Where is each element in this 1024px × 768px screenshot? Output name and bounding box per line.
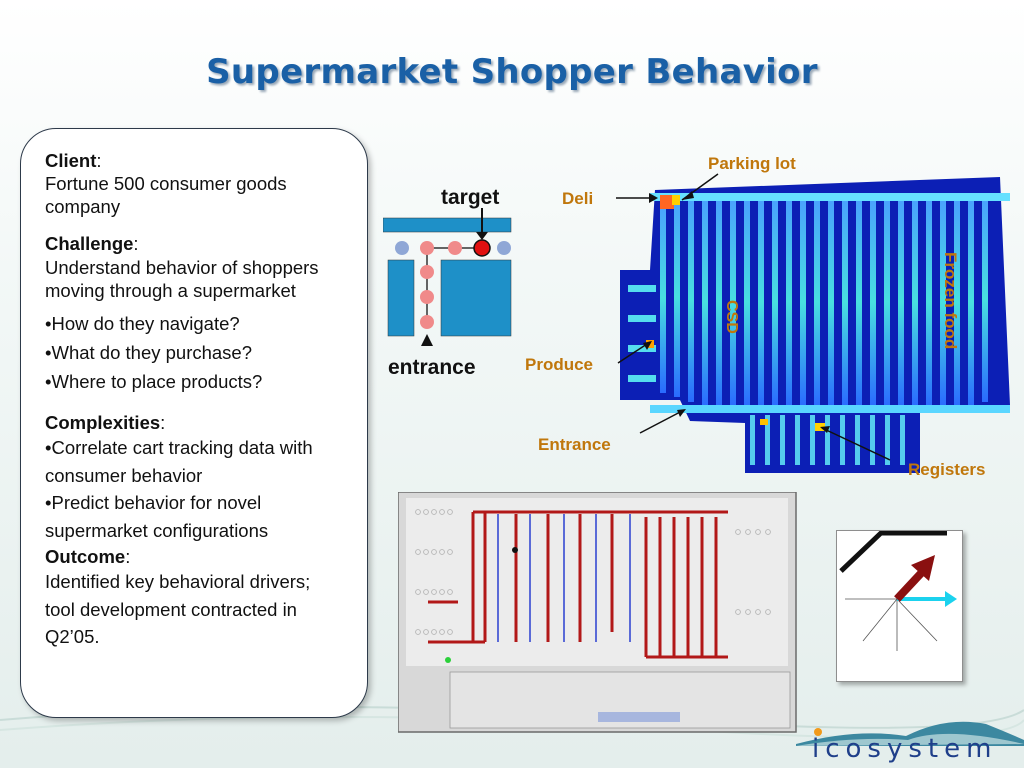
- challenge-bullet: •What do they purchase?: [45, 341, 253, 363]
- label-registers: Registers: [908, 460, 986, 479]
- entrance-label: entrance: [388, 356, 476, 379]
- label-deli: Deli: [562, 189, 594, 208]
- challenge-colon: :: [133, 233, 139, 255]
- challenge-heading: Challenge: [45, 233, 134, 255]
- label-produce: Produce: [525, 355, 594, 374]
- challenge-bullet: •Where to place products?: [45, 371, 263, 393]
- complexities-bullet: •Predict behavior for novel supermarket …: [45, 492, 269, 542]
- label-frozen-food: Frozen food: [941, 252, 960, 350]
- client-colon: :: [96, 150, 102, 171]
- complexities-colon: :: [160, 411, 166, 433]
- client-text: Fortune 500 consumer goods company: [45, 173, 287, 218]
- direction-arrow-diagram: [836, 530, 963, 682]
- complexities-heading: Complexities: [45, 411, 161, 433]
- info-card: Client: Fortune 500 consumer goods compa…: [20, 128, 368, 718]
- challenge-text: Understand behavior of shoppers moving t…: [45, 256, 319, 301]
- logo-text: icosystem: [812, 734, 998, 764]
- store-heatmap: [620, 177, 1010, 473]
- complexities-bullet: •Correlate cart tracking data with consu…: [45, 436, 313, 486]
- challenge-bullet: •How do they navigate?: [45, 312, 240, 334]
- simulation-tool-screenshot: [398, 492, 797, 733]
- client-heading: Client: [45, 150, 97, 171]
- icosystem-logo: [796, 721, 1024, 746]
- label-parking-lot: Parking lot: [708, 154, 796, 173]
- target-label: target: [441, 186, 500, 209]
- outcome-colon: :: [125, 545, 131, 567]
- outcome-text: Identified key behavioral drivers; tool …: [45, 570, 311, 648]
- navigation-diagram: [383, 208, 512, 346]
- annotation-arrows: [616, 173, 891, 461]
- outcome-heading: Outcome: [45, 545, 126, 567]
- page-title: Supermarket Shopper Behavior: [206, 52, 818, 92]
- label-entrance: Entrance: [538, 435, 611, 454]
- label-csd: CSD: [723, 300, 740, 334]
